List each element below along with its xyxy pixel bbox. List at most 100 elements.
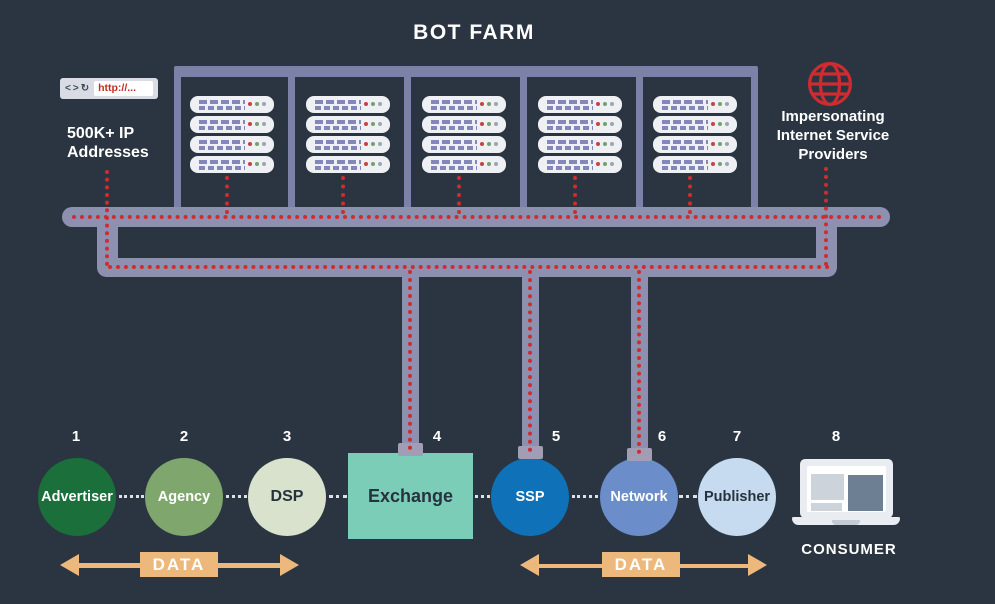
bracket-leg bbox=[636, 70, 643, 208]
node-number-7: 7 bbox=[732, 428, 742, 445]
node-number-4: 4 bbox=[432, 428, 442, 445]
node-network: Network bbox=[600, 458, 678, 536]
ip-label-line1: 500K+ IP bbox=[67, 125, 135, 142]
traffic-line-network bbox=[637, 270, 641, 454]
server-unit bbox=[306, 136, 390, 153]
node-number-2: 2 bbox=[179, 428, 189, 445]
server-vents-icon bbox=[199, 160, 245, 170]
server-unit bbox=[190, 96, 274, 113]
server-vents-icon bbox=[315, 100, 361, 110]
node-number-6: 6 bbox=[657, 428, 667, 445]
impersonating-isp-label: Impersonating Internet Service Providers bbox=[777, 107, 890, 164]
server-unit bbox=[653, 96, 737, 113]
connector-advertiser-agency bbox=[119, 495, 144, 498]
data-arrowhead-right bbox=[748, 554, 767, 576]
node-ssp: SSP bbox=[491, 458, 569, 536]
server-unit bbox=[422, 116, 506, 133]
laptop-content-block bbox=[811, 474, 844, 500]
data-label-left: DATA bbox=[140, 552, 218, 577]
server-status-lights-icon bbox=[711, 162, 729, 166]
node-exchange-label: Exchange bbox=[367, 485, 454, 506]
node-advertiser-label: Advertiser bbox=[41, 489, 113, 505]
isp-label-line1: Impersonating bbox=[781, 108, 885, 125]
node-ssp-label: SSP bbox=[515, 489, 545, 505]
server-unit bbox=[422, 136, 506, 153]
back-icon: < bbox=[65, 83, 71, 94]
node-number-3: 3 bbox=[282, 428, 292, 445]
globe-icon bbox=[808, 62, 852, 106]
node-agency-label: Agency bbox=[157, 489, 211, 505]
server-rack bbox=[538, 96, 622, 173]
server-unit bbox=[538, 156, 622, 173]
server-unit bbox=[538, 96, 622, 113]
server-vents-icon bbox=[431, 100, 477, 110]
server-unit bbox=[653, 136, 737, 153]
server-status-lights-icon bbox=[480, 122, 498, 126]
server-status-lights-icon bbox=[480, 162, 498, 166]
server-status-lights-icon bbox=[248, 122, 266, 126]
traffic-line-ssp bbox=[528, 270, 532, 452]
server-rack bbox=[422, 96, 506, 173]
bracket-leg bbox=[288, 70, 295, 208]
server-vents-icon bbox=[662, 140, 708, 150]
page-title: BOT FARM bbox=[413, 21, 535, 44]
server-status-lights-icon bbox=[711, 122, 729, 126]
server-unit bbox=[653, 116, 737, 133]
traffic-line-exchange bbox=[408, 270, 412, 450]
url-field: http://... bbox=[94, 81, 153, 96]
server-vents-icon bbox=[547, 120, 593, 130]
server-rack bbox=[653, 96, 737, 173]
server-unit bbox=[538, 136, 622, 153]
node-publisher: Publisher bbox=[698, 458, 776, 536]
server-unit bbox=[653, 156, 737, 173]
server-status-lights-icon bbox=[596, 102, 614, 106]
traffic-line-rack1 bbox=[225, 176, 229, 214]
server-vents-icon bbox=[315, 120, 361, 130]
node-exchange: Exchange bbox=[348, 453, 473, 539]
data-arrowhead-right bbox=[280, 554, 299, 576]
isp-label-line3: Providers bbox=[798, 146, 868, 163]
server-vents-icon bbox=[431, 120, 477, 130]
server-vents-icon bbox=[662, 100, 708, 110]
data-arrowhead-left bbox=[60, 554, 79, 576]
connector-exchange-ssp bbox=[475, 495, 490, 498]
node-number-8: 8 bbox=[831, 428, 841, 445]
server-status-lights-icon bbox=[711, 102, 729, 106]
server-unit bbox=[422, 96, 506, 113]
server-status-lights-icon bbox=[248, 162, 266, 166]
bracket-leg bbox=[174, 70, 181, 208]
isp-label-line2: Internet Service bbox=[776, 127, 890, 144]
server-unit bbox=[306, 116, 390, 133]
node-number-5: 5 bbox=[551, 428, 561, 445]
server-status-lights-icon bbox=[364, 162, 382, 166]
server-unit bbox=[306, 96, 390, 113]
server-vents-icon bbox=[199, 100, 245, 110]
ip-label-line2: Addresses bbox=[67, 144, 149, 161]
server-unit bbox=[190, 136, 274, 153]
server-rack bbox=[190, 96, 274, 173]
server-vents-icon bbox=[199, 140, 245, 150]
traffic-line-rack5 bbox=[688, 176, 692, 214]
pipe-foot-ssp bbox=[518, 446, 543, 459]
forward-icon: > bbox=[72, 83, 79, 94]
laptop-icon bbox=[800, 459, 893, 518]
server-unit bbox=[422, 156, 506, 173]
server-unit bbox=[190, 156, 274, 173]
server-vents-icon bbox=[547, 100, 593, 110]
laptop-content-strip bbox=[811, 503, 842, 511]
bracket-leg bbox=[751, 70, 758, 208]
server-vents-icon bbox=[662, 160, 708, 170]
server-unit bbox=[306, 156, 390, 173]
server-vents-icon bbox=[199, 120, 245, 130]
bracket-leg bbox=[404, 70, 411, 208]
node-advertiser: Advertiser bbox=[38, 458, 116, 536]
node-dsp: DSP bbox=[248, 458, 326, 536]
server-status-lights-icon bbox=[364, 102, 382, 106]
server-vents-icon bbox=[547, 140, 593, 150]
server-status-lights-icon bbox=[364, 122, 382, 126]
consumer-label: CONSUMER bbox=[801, 541, 897, 558]
traffic-line-rack4 bbox=[573, 176, 577, 214]
laptop-notch bbox=[832, 520, 860, 525]
refresh-icon: ↻ bbox=[80, 83, 90, 94]
